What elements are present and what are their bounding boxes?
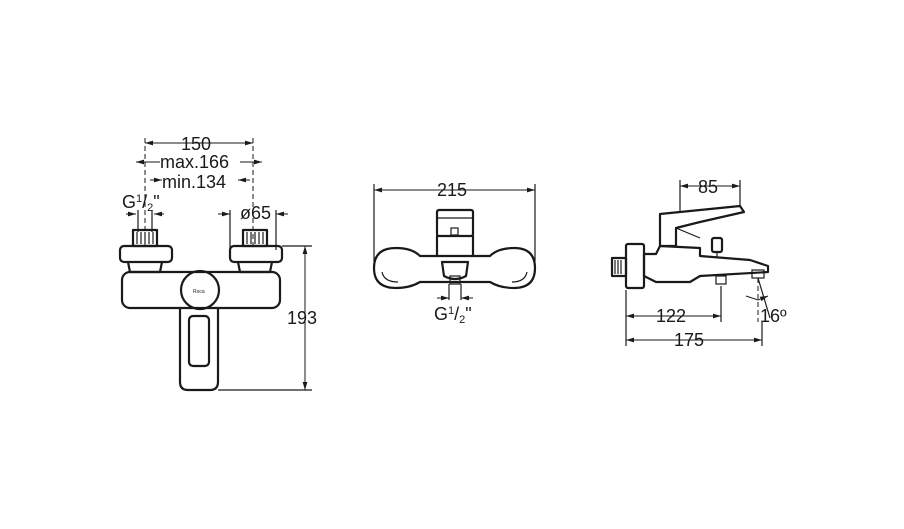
bath-mixer-body-top	[372, 246, 537, 290]
right-connector	[228, 228, 284, 274]
logo-text: Roca	[193, 289, 205, 295]
wall-connector	[610, 256, 628, 278]
dimension-max-166: max.166	[136, 152, 262, 172]
lever-inset	[187, 314, 211, 368]
dimension-min-134: min.134	[150, 172, 250, 192]
bath-mixer-body-side	[642, 244, 770, 284]
top-width-label: 215	[437, 180, 467, 200]
dimension-depth-175: 175	[626, 322, 763, 350]
left-connector	[118, 228, 174, 274]
diameter-label-group: ø65	[218, 203, 288, 250]
width-label: 150	[181, 134, 211, 154]
diameter-label: ø65	[240, 203, 271, 223]
max-label: max.166	[160, 152, 229, 172]
spout-label: 122	[656, 306, 686, 326]
wall-flange	[624, 242, 646, 290]
side-view: 85 122 16º	[610, 177, 787, 350]
height-label: 193	[287, 308, 317, 328]
svg-text:G1/2": G1/2"	[434, 304, 472, 326]
angle-indicator: 16º	[745, 277, 787, 326]
top-view: 215 G1/2"	[372, 180, 537, 326]
dimension-lever-85: 85	[679, 177, 741, 212]
dimension-height-193: 193	[218, 245, 317, 391]
depth-label: 175	[674, 330, 704, 350]
angle-label: 16º	[760, 306, 787, 326]
front-view: 150 max.166 min.134 G1/2" ø65	[118, 134, 317, 392]
spout-outlet	[751, 269, 765, 279]
dimension-width-150: 150	[145, 134, 253, 154]
thread-size-label: G1/2"	[122, 192, 164, 232]
diverter-knob	[710, 236, 724, 254]
lever-side	[658, 204, 746, 248]
dimension-spout-122: 122	[625, 286, 722, 346]
spout-top	[440, 260, 470, 281]
top-thread-label: G1/2"	[434, 284, 473, 326]
lever-label: 85	[698, 177, 718, 197]
dimension-width-215: 215	[373, 180, 536, 262]
svg-text:G1/2": G1/2"	[122, 192, 160, 214]
lever-handle	[178, 306, 220, 392]
min-label: min.134	[162, 172, 226, 192]
logo-cap	[179, 269, 221, 311]
lever-top	[435, 208, 475, 238]
